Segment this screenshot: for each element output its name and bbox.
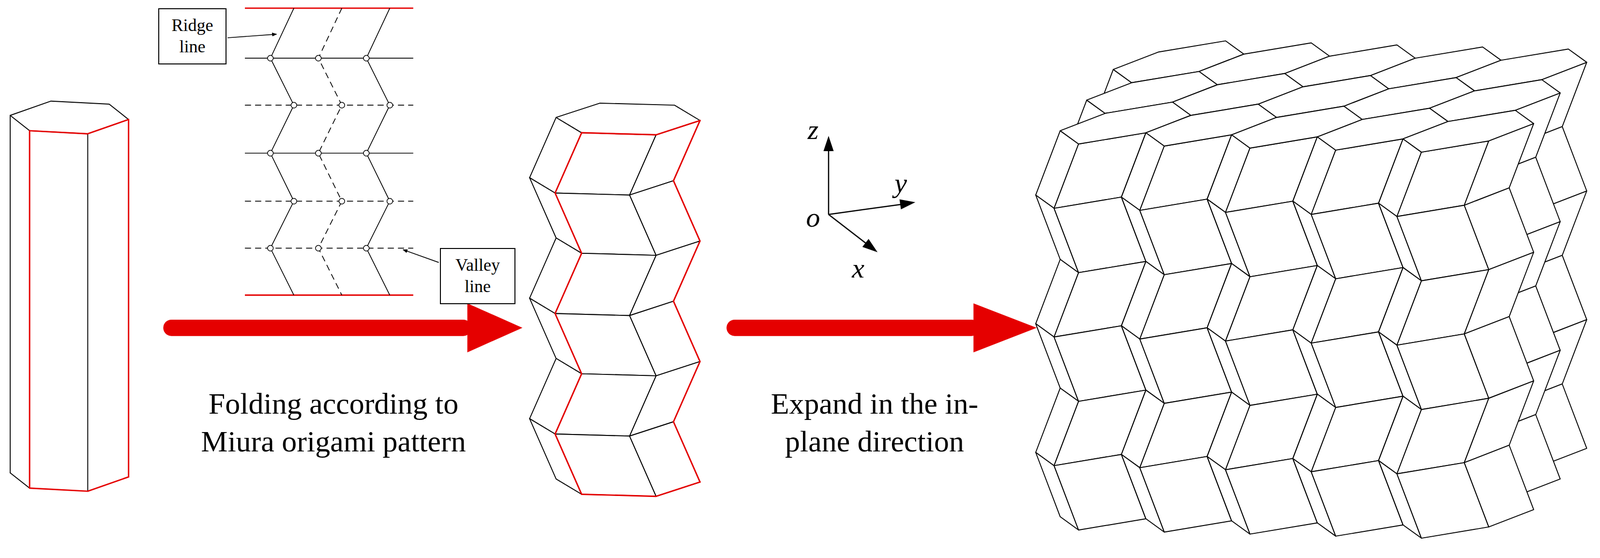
vertex-dot bbox=[267, 244, 274, 251]
vertex-dot bbox=[363, 244, 370, 251]
arrow-shaft bbox=[726, 319, 980, 336]
top-face bbox=[556, 103, 700, 135]
vertex-dot bbox=[338, 102, 345, 108]
step-caption: Expand in the in-plane direction bbox=[758, 384, 991, 460]
axis-label: z bbox=[807, 115, 819, 144]
step-caption: Folding according to Miura origami patte… bbox=[183, 384, 484, 460]
honeycomb-block bbox=[1035, 40, 1587, 538]
leader-line bbox=[227, 34, 277, 38]
tube-red-edge bbox=[29, 130, 31, 488]
vertex-dot bbox=[267, 55, 274, 61]
vertex-dot bbox=[267, 150, 274, 156]
pattern-edge bbox=[244, 294, 414, 296]
big-arrow bbox=[163, 302, 523, 352]
valley-line bbox=[318, 8, 342, 295]
axis-label: o bbox=[806, 203, 821, 232]
vertex-dot bbox=[338, 197, 345, 204]
vertex-dot bbox=[315, 55, 322, 61]
tube-red-edge bbox=[29, 119, 129, 135]
vertex-dot bbox=[315, 150, 322, 156]
callout-box: Ridge line bbox=[158, 8, 227, 65]
red-outline bbox=[555, 132, 582, 494]
big-arrow bbox=[726, 302, 1037, 352]
callout-text: Ridge line bbox=[161, 15, 224, 58]
axis-head bbox=[823, 135, 834, 151]
red-outline bbox=[581, 481, 701, 497]
tube-top bbox=[10, 101, 129, 134]
axis-label: x bbox=[851, 254, 865, 283]
coordinate-axes bbox=[823, 135, 916, 252]
axis-line bbox=[828, 149, 830, 215]
folded-column bbox=[1378, 110, 1534, 538]
arrow-head bbox=[467, 302, 523, 352]
axis-line bbox=[828, 214, 868, 245]
vertex-dot bbox=[387, 102, 393, 108]
axis-head bbox=[862, 238, 878, 253]
arrow-head bbox=[973, 302, 1037, 352]
tube-edge bbox=[9, 115, 11, 473]
axis-head bbox=[899, 199, 916, 210]
vertex-dot bbox=[290, 197, 297, 204]
vertex-dot bbox=[290, 102, 297, 108]
pattern-edge bbox=[244, 7, 414, 9]
axis-label: y bbox=[894, 168, 907, 197]
axis-line bbox=[828, 204, 903, 215]
fold-face bbox=[1464, 444, 1534, 527]
callout-text: Valley line bbox=[442, 254, 513, 298]
vertex-dot bbox=[315, 244, 322, 251]
vertex-dot bbox=[363, 150, 370, 156]
leader-line bbox=[403, 249, 439, 262]
hexagonal-tube bbox=[10, 101, 129, 491]
tube-red-edge bbox=[29, 476, 129, 492]
ridge-line bbox=[270, 8, 294, 295]
arrow-shaft bbox=[163, 319, 472, 336]
ridge-line bbox=[366, 8, 390, 295]
red-outline bbox=[581, 120, 701, 136]
vertex-dot bbox=[387, 197, 393, 204]
tube-edge bbox=[87, 133, 89, 491]
vertex-dot bbox=[363, 55, 370, 61]
tube-edge bbox=[10, 472, 30, 488]
callout-box: Valley line bbox=[439, 247, 516, 304]
red-outline bbox=[673, 120, 701, 482]
folded-column bbox=[529, 103, 700, 497]
tube-red-edge bbox=[127, 119, 130, 477]
top-face bbox=[1403, 110, 1534, 152]
crease-pattern bbox=[244, 8, 414, 295]
folded-tube bbox=[529, 103, 700, 497]
